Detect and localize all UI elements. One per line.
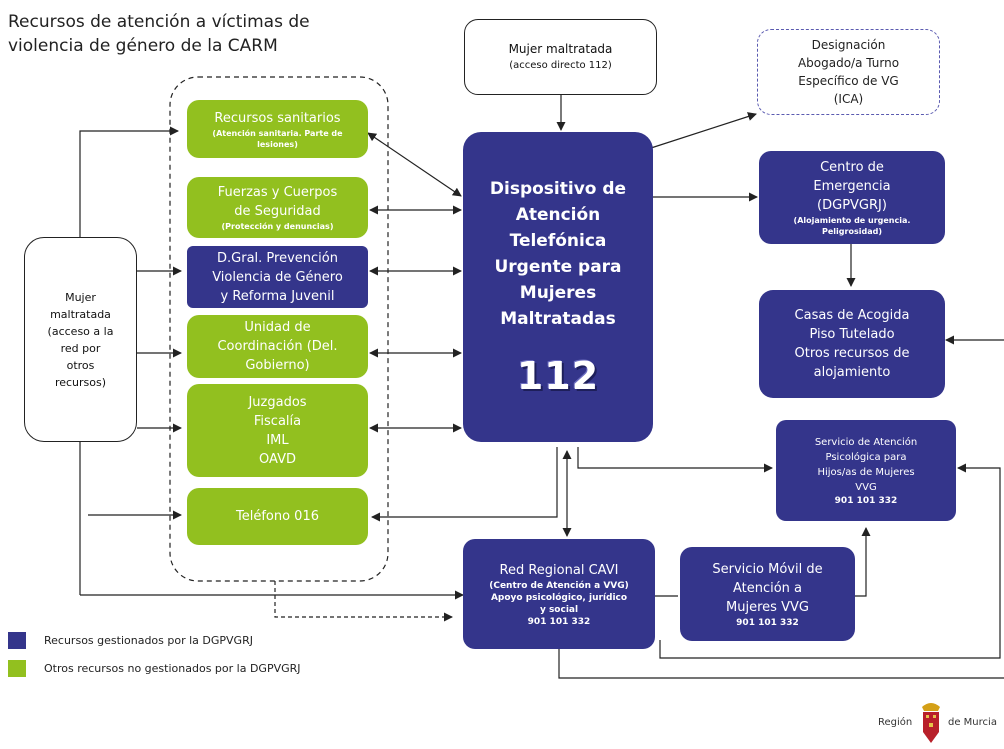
center-line: Telefónica [509, 231, 607, 251]
legend-blue-label: Recursos gestionados por la DGPVGRJ [44, 634, 253, 647]
movil-phone: 901 101 332 [736, 617, 799, 628]
region-murcia-logo [922, 703, 940, 743]
designacion-line: Específico de VG [798, 74, 899, 88]
dgral-line: y Reforma Juvenil [220, 288, 335, 304]
casas-acogida-box: Casas de Acogida Piso Tutelado Otros rec… [759, 290, 945, 398]
centro-emergencia-box: Centro de Emergencia (DGPVGRJ) (Alojamie… [759, 151, 945, 244]
movil-line: Mujeres VVG [726, 599, 809, 615]
emergencia-line: (DGPVGRJ) [817, 198, 887, 213]
legend-green-label: Otros recursos no gestionados por la DGP… [44, 662, 301, 675]
dgral-line: D.Gral. Prevención [217, 250, 338, 266]
sanitarios-sub: (Atención sanitaria. Parte de lesiones) [212, 128, 343, 149]
casas-line: Piso Tutelado [809, 327, 895, 342]
mujer-112-title: Mujer maltratada [508, 42, 613, 56]
mujer-112-box: Mujer maltratada (acceso directo 112) [464, 19, 657, 95]
designacion-abogado-box: Designación Abogado/a Turno Específico d… [757, 29, 940, 115]
diagram-title: Recursos de atención a víctimas de viole… [8, 10, 348, 58]
movil-line: Servicio Móvil de [712, 561, 823, 577]
telefono-016-box: Teléfono 016 [187, 488, 368, 545]
juzgados-line: Fiscalía [253, 413, 302, 429]
emergencia-sub: (Alojamiento de urgencia. Peligrosidad) [793, 216, 911, 236]
unidad-line: Gobierno) [245, 358, 310, 373]
mujer-line: (acceso a la [47, 324, 114, 338]
fuerzas-title-2: de Seguridad [234, 204, 321, 219]
juzgados-line: Juzgados [248, 394, 307, 410]
center-line: Urgente para [494, 257, 622, 277]
recursos-sanitarios-box: Recursos sanitarios (Atención sanitaria.… [187, 100, 368, 158]
psicologica-line: Hijos/as de Mujeres [817, 466, 915, 478]
dgral-prevencion-box: D.Gral. Prevención Violencia de Género y… [187, 246, 368, 308]
number-112: 112 [516, 354, 600, 398]
cavi-sub: Apoyo psicológico, jurídico [490, 592, 628, 603]
unidad-line: Coordinación (Del. [217, 339, 338, 354]
juzgados-line: IML [266, 432, 289, 448]
cavi-sub: (Centro de Atención a VVG) [489, 580, 629, 591]
emergencia-line: Centro de [820, 160, 884, 175]
title-line-2: violencia de género de la CARM [8, 36, 278, 56]
cavi-sub: y social [539, 604, 579, 615]
juzgados-line: OAVD [259, 451, 296, 467]
mujer-line: otros [66, 358, 95, 372]
juzgados-box: Juzgados Fiscalía IML OAVD [187, 384, 368, 477]
mujer-line: recursos) [54, 375, 107, 389]
center-line: Maltratadas [500, 309, 616, 329]
legend-blue-swatch [8, 632, 26, 649]
sanitarios-title: Recursos sanitarios [214, 110, 341, 126]
cavi-phone: 901 101 332 [527, 616, 591, 627]
cavi-title: Red Regional CAVI [499, 562, 619, 578]
psicologica-line: Psicológica para [825, 451, 907, 463]
casas-line: alojamiento [813, 365, 891, 380]
unidad-coordinacion-box: Unidad de Coordinación (Del. Gobierno) [187, 315, 368, 378]
mujer-112-sub: (acceso directo 112) [509, 60, 612, 71]
red-cavi-box: Red Regional CAVI (Centro de Atención a … [463, 539, 655, 649]
atencion-psicologica-box: Servicio de Atención Psicológica para Hi… [776, 420, 956, 521]
unidad-line: Unidad de [244, 320, 311, 335]
dispositivo-112-box: Dispositivo de Atención Telefónica Urgen… [463, 132, 653, 442]
servicio-movil-box: Servicio Móvil de Atención a Mujeres VVG… [680, 547, 855, 641]
mujer-line: maltratada [50, 307, 111, 321]
psicologica-line: VVG [855, 481, 877, 493]
casas-line: Otros recursos de [794, 346, 910, 361]
dgral-line: Violencia de Género [212, 269, 343, 285]
psicologica-line: Servicio de Atención [814, 436, 918, 448]
psicologica-phone: 901 101 332 [834, 495, 898, 506]
emergencia-line: Emergencia [813, 179, 891, 194]
telefono-label: Teléfono 016 [235, 509, 319, 524]
designacion-line: Abogado/a Turno [797, 56, 900, 70]
logo-text-left: Región [878, 717, 913, 728]
fuerzas-title: Fuerzas y Cuerpos [217, 185, 338, 200]
center-line: Dispositivo de [489, 179, 627, 199]
designacion-line: (ICA) [833, 92, 864, 106]
logo-text-right: de Murcia [948, 717, 997, 728]
fuerzas-sub: (Protección y denuncias) [221, 222, 334, 231]
designacion-line: Designación [811, 38, 886, 52]
casas-line: Casas de Acogida [794, 308, 910, 323]
movil-line: Atención a [732, 580, 803, 596]
mujer-acceso-red-box: Mujer maltratada (acceso a la red por ot… [24, 237, 137, 442]
fuerzas-seguridad-box: Fuerzas y Cuerpos de Seguridad (Protecci… [187, 177, 368, 238]
center-line: Atención [515, 205, 601, 225]
title-line-1: Recursos de atención a víctimas de [8, 12, 310, 32]
mujer-line: Mujer [65, 290, 96, 304]
legend-green-swatch [8, 660, 26, 677]
center-line: Mujeres [519, 283, 597, 303]
mujer-line: red por [60, 341, 101, 355]
